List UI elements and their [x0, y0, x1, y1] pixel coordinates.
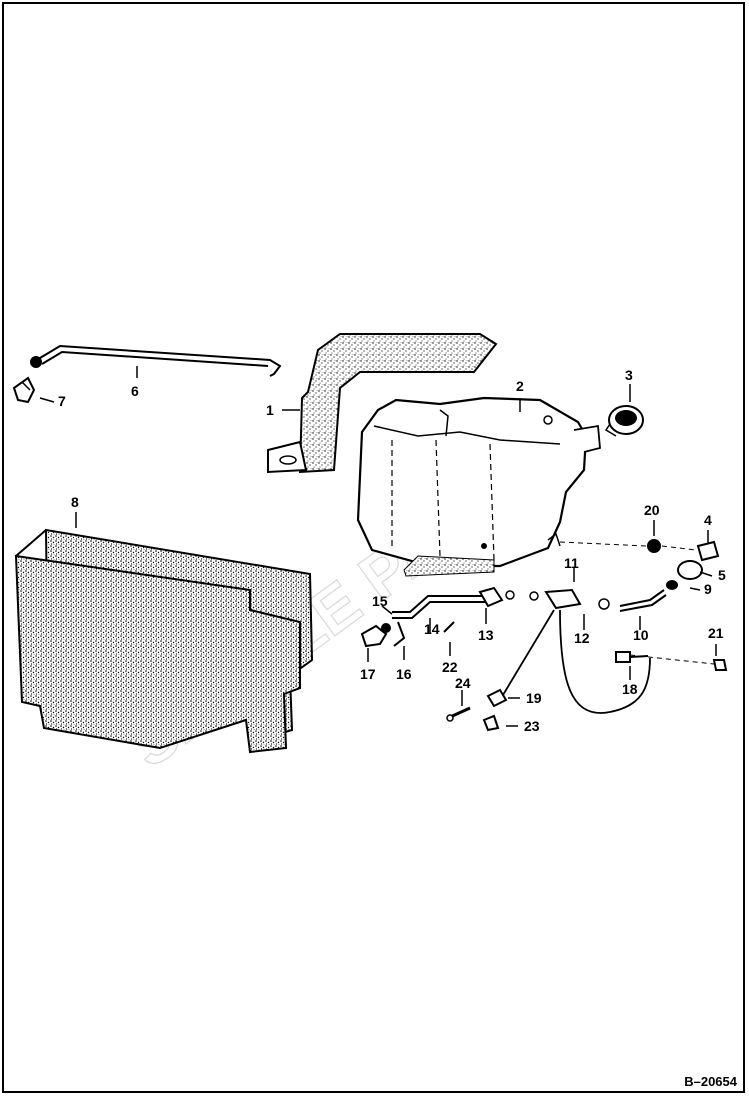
part-19-sleeve [486, 688, 508, 708]
callout-15: 15 [372, 593, 388, 609]
callout-9: 9 [704, 581, 712, 597]
callout-16: 16 [396, 666, 412, 682]
part-12-sender [529, 588, 610, 610]
callout-12: 12 [574, 630, 590, 646]
callout-4: 4 [704, 512, 712, 528]
part-8-plate-assembly [14, 528, 314, 754]
part-23-clip [482, 714, 500, 732]
part-1-bracket [267, 333, 498, 474]
callout-23: 23 [524, 718, 540, 734]
part-5-valve [677, 560, 703, 580]
dashed-leader-lines [559, 541, 715, 665]
figure-id: B–20654 [684, 1074, 737, 1089]
callout-8: 8 [71, 494, 79, 510]
part-3-cap [604, 405, 644, 437]
callout-3: 3 [625, 367, 633, 383]
part-9-washer [666, 580, 678, 590]
part-13-connector [478, 586, 515, 608]
part-16-tube [392, 595, 486, 647]
part-20-grommet [647, 539, 661, 553]
part-24-terminal [446, 706, 471, 722]
part-2-tank [356, 396, 601, 577]
callout-18: 18 [622, 681, 638, 697]
callout-21: 21 [708, 625, 724, 641]
callout-leaders [39, 366, 717, 727]
callout-11: 11 [564, 555, 579, 571]
part-22-fastener [443, 621, 455, 633]
part-21-nut [712, 659, 728, 671]
callout-7: 7 [58, 393, 66, 409]
part-15-clamp [381, 623, 391, 633]
part-18-bolt [615, 651, 649, 663]
callout-19: 19 [526, 690, 542, 706]
callout-13: 13 [478, 627, 494, 643]
callout-24: 24 [455, 675, 471, 691]
callout-1: 1 [266, 402, 274, 418]
callout-14: 14 [424, 621, 440, 637]
callout-10: 10 [633, 627, 649, 643]
part-4-fitting [696, 540, 720, 562]
callout-6: 6 [131, 383, 139, 399]
callout-2: 2 [516, 378, 524, 394]
callout-5: 5 [718, 567, 726, 583]
part-7-end-cap [12, 376, 36, 404]
part-17-fitting [360, 624, 388, 648]
callout-17: 17 [360, 666, 376, 682]
part-6-rod [30, 344, 282, 377]
part-10-tube [619, 589, 667, 612]
callout-20: 20 [644, 502, 660, 518]
sender-wire [499, 609, 651, 714]
callout-22: 22 [442, 659, 458, 675]
